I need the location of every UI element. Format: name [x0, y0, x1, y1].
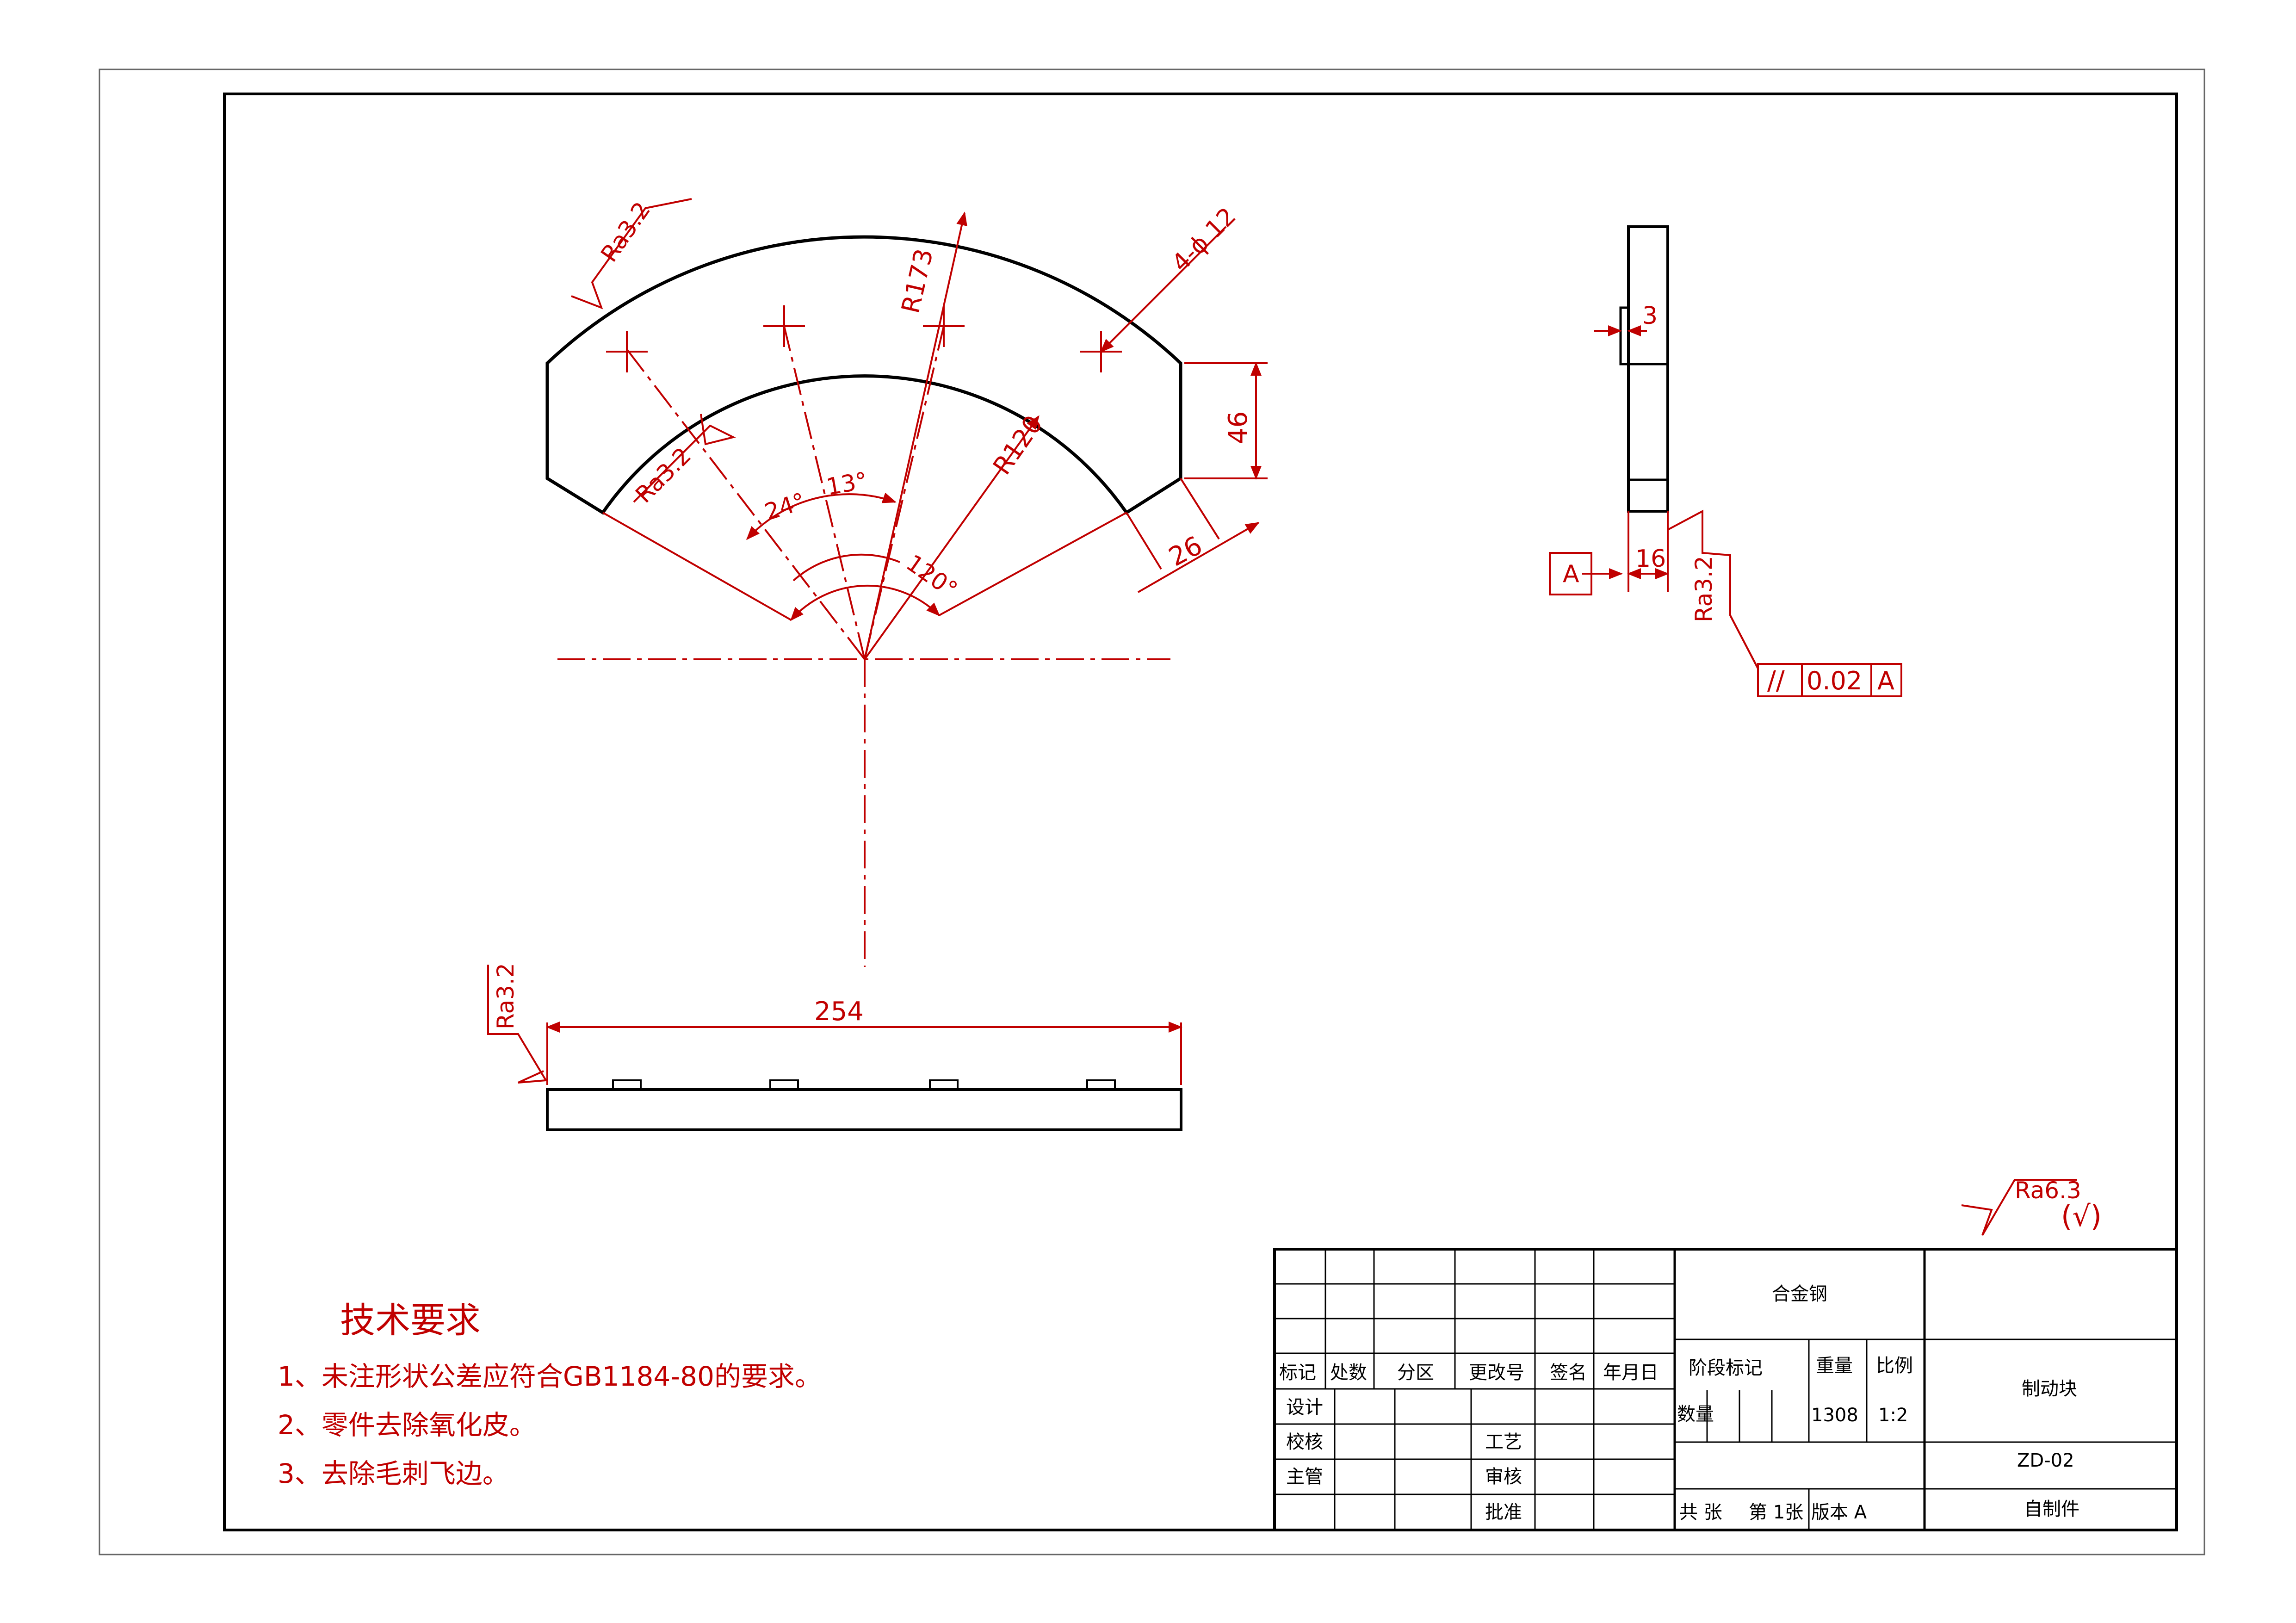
- dim-r173: R173: [896, 246, 939, 316]
- inner-frame: [223, 93, 2178, 1531]
- rev-header: 更改号: [1469, 1362, 1524, 1383]
- role-label: 主管: [1286, 1466, 1323, 1487]
- material: 合金钢: [1772, 1283, 1827, 1305]
- tolerance-symbol: //: [1767, 666, 1785, 696]
- general-roughness-value: Ra6.3: [2015, 1177, 2081, 1204]
- notes-title: 技术要求: [340, 1300, 481, 1341]
- tolerance-value: 0.02: [1807, 666, 1862, 695]
- weight-label: 重量: [1816, 1355, 1853, 1376]
- roughness-value: Ra3.2: [1690, 556, 1717, 622]
- role-label: 工艺: [1485, 1431, 1522, 1453]
- sheet-count: 共 张: [1679, 1502, 1722, 1523]
- bottom-view: 254 Ra3.2: [487, 963, 1182, 1131]
- tolerance-frame: [1757, 663, 1902, 697]
- bottom-outline: [546, 1088, 1182, 1131]
- roughness-value: Ra3.2: [492, 963, 519, 1029]
- weight-value: 1308: [1811, 1405, 1858, 1426]
- center-lines: [557, 326, 1170, 967]
- roughness-value: Ra3.2: [630, 442, 696, 508]
- datum-a-label: A: [1563, 560, 1579, 588]
- roughness-value: Ra3.2: [595, 197, 656, 267]
- rev-header: 签名: [1550, 1362, 1587, 1383]
- dim-26: 26: [1164, 531, 1207, 573]
- dim-hole-callout: 4-ϕ 12: [1167, 202, 1242, 277]
- general-roughness: Ra6.3 (√): [1961, 1177, 2102, 1236]
- role-label: 设计: [1286, 1397, 1323, 1418]
- rev-header: 处数: [1330, 1362, 1367, 1383]
- version: 版本 A: [1811, 1502, 1867, 1523]
- title-block-text: 标记 处数 分区 更改号 签名 年月日 设计 校核 主管 工艺 审核 批准 合金…: [1279, 1283, 2079, 1523]
- title-block: [1273, 1248, 2178, 1531]
- scale-value: 1:2: [1878, 1405, 1908, 1426]
- side-outline: [1627, 225, 1669, 513]
- scale-label: 比例: [1876, 1355, 1913, 1376]
- note-item: 1、未注形状公差应符合GB1184-80的要求。: [278, 1361, 822, 1392]
- rev-header: 年月日: [1603, 1362, 1659, 1383]
- hole-markers: [606, 305, 1122, 372]
- part-outline: [545, 235, 1182, 515]
- dim-254: 254: [814, 997, 864, 1027]
- note-item: 2、零件去除氧化皮。: [278, 1409, 536, 1441]
- source: 自制件: [2024, 1499, 2079, 1520]
- dim-r120: R120: [987, 410, 1048, 480]
- roughness-symbol: [633, 414, 736, 503]
- dimension-lines: [602, 211, 1268, 660]
- note-item: 3、去除毛刺飞边。: [278, 1458, 509, 1489]
- qty-label: 数量: [1677, 1404, 1714, 1425]
- general-roughness-suffix: (√): [2061, 1199, 2102, 1233]
- role-label: 审核: [1485, 1466, 1522, 1487]
- rev-header: 标记: [1279, 1362, 1316, 1383]
- role-label: 校核: [1286, 1431, 1323, 1453]
- stage-label: 阶段标记: [1689, 1357, 1763, 1379]
- tolerance-datum: A: [1877, 666, 1894, 695]
- role-label: 批准: [1485, 1502, 1522, 1523]
- dim-46: 46: [1223, 411, 1253, 444]
- rev-header: 分区: [1397, 1362, 1434, 1383]
- dim-angle-24: 24°: [761, 488, 809, 526]
- sheet-number: 第 1张: [1749, 1502, 1803, 1523]
- roughness-symbol: [571, 198, 692, 310]
- outer-border: [99, 68, 2205, 1555]
- dim-3: 3: [1642, 302, 1658, 330]
- front-view: R173 R120 4-ϕ 12 46 26 24° 13° 120° Ra3.…: [545, 197, 1268, 967]
- datum-a-box: [1549, 552, 1592, 595]
- technical-notes: 技术要求 1、未注形状公差应符合GB1184-80的要求。 2、零件去除氧化皮。…: [278, 1300, 822, 1489]
- drawing-number: ZD-02: [2017, 1450, 2074, 1471]
- part-name: 制动块: [2022, 1378, 2077, 1400]
- dim-16: 16: [1635, 545, 1666, 573]
- side-view: 3 16 Ra3.2 A // 0.02 A: [1549, 225, 1902, 697]
